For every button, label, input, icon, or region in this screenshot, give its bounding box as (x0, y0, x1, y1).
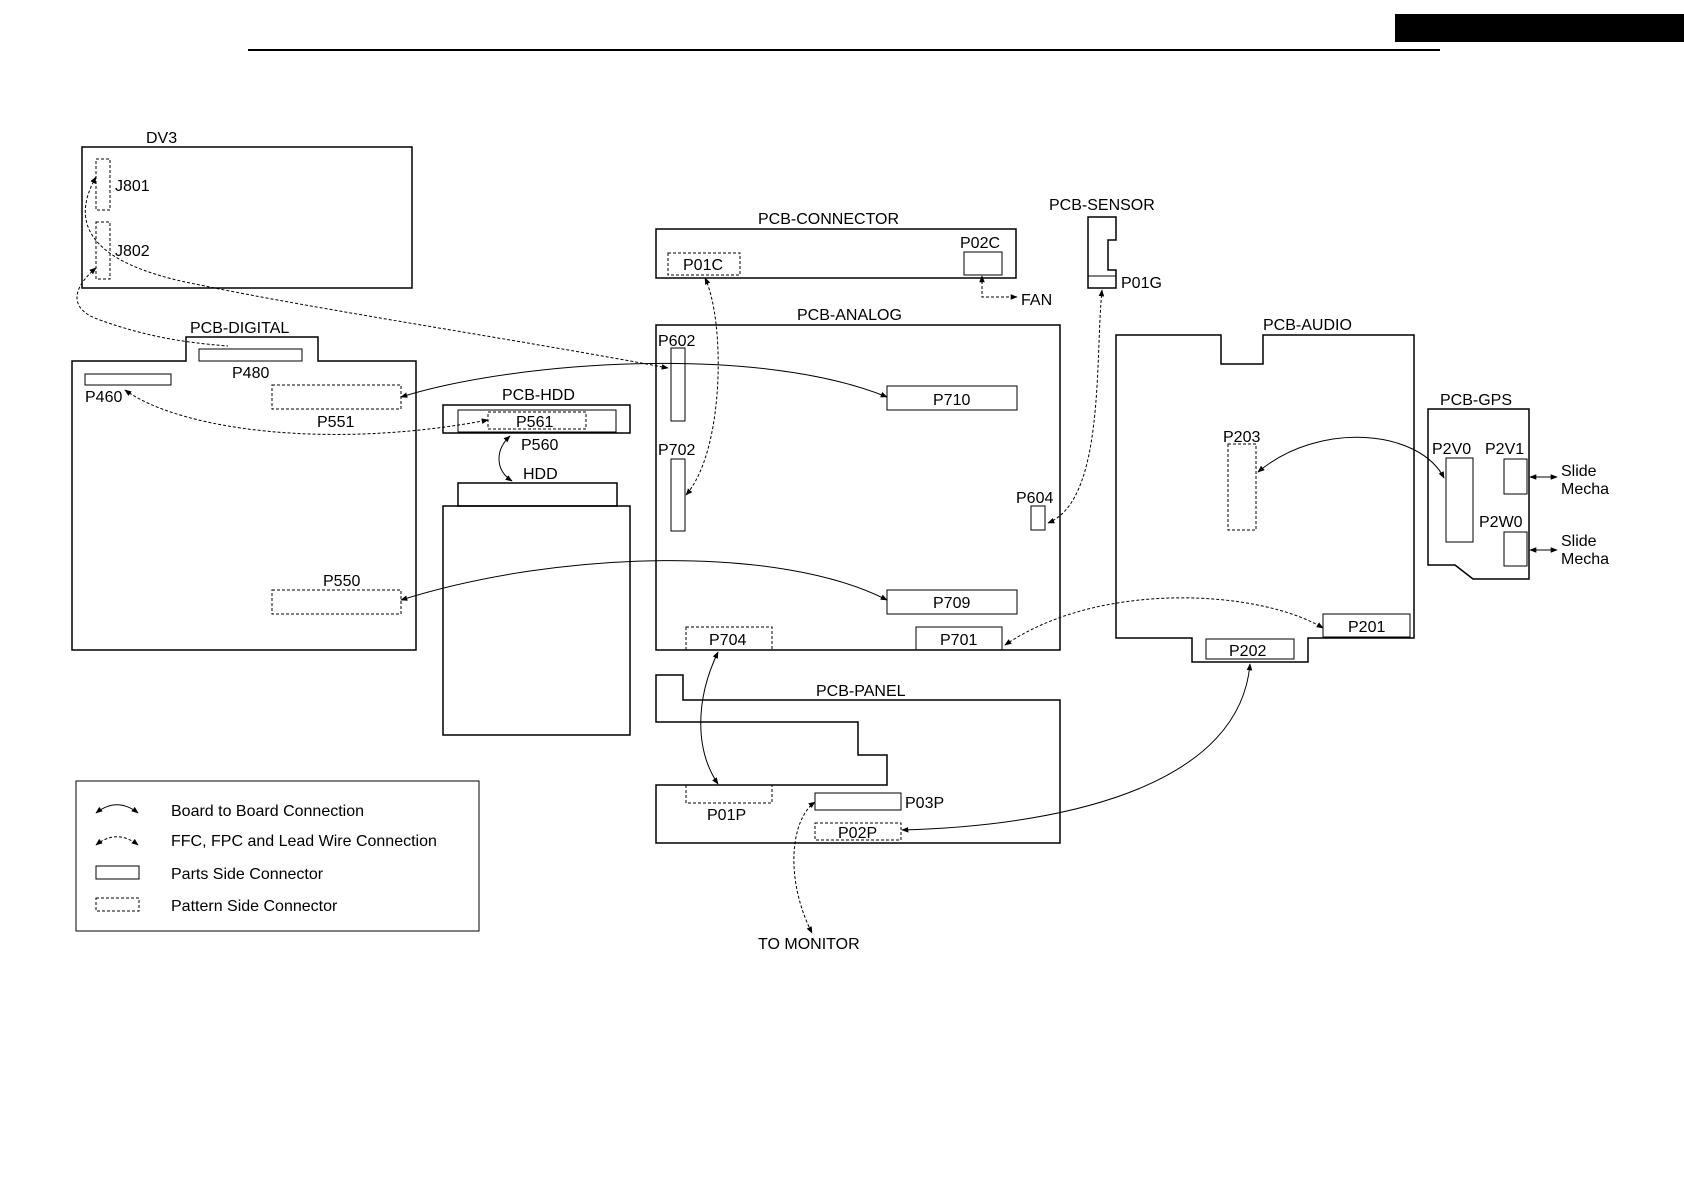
connector-p480 (198, 348, 303, 362)
connector-p203 (1227, 443, 1257, 531)
connector-label-p01g: P01G (1121, 275, 1162, 292)
connector-p710 (886, 385, 1018, 411)
connections (76, 176, 1558, 934)
board-pcb-analog: PCB-ANALOG P602 P702 P710 P709 P604 P704… (655, 307, 1061, 651)
connector-p550 (271, 589, 402, 615)
connector-p02c (963, 251, 1003, 276)
connector-p01g (1087, 275, 1117, 289)
connector-label-j801: J801 (115, 178, 150, 195)
connector-label-p701: P701 (940, 632, 977, 649)
connector-label-p460: P460 (85, 389, 122, 406)
connector-label-p702: P702 (658, 442, 695, 459)
external-label-to-monitor: TO MONITOR (758, 936, 860, 953)
legend-board-to-board-icon (95, 804, 139, 814)
board-label-dv3: DV3 (146, 130, 177, 147)
board-pcb-digital: PCB-DIGITAL P480 P460 P551 P550 (71, 320, 417, 651)
wire-p203-p2v0 (1257, 436, 1445, 479)
external-label-mecha-1: Mecha (1561, 481, 1609, 498)
connector-p2v1 (1503, 458, 1528, 495)
device-label-hdd: HDD (523, 466, 558, 483)
connector-p2w0 (1503, 531, 1528, 567)
connector-label-p03p: P03P (905, 795, 944, 812)
connector-label-p203: P203 (1223, 429, 1260, 446)
wire-p202-p02p (901, 663, 1253, 833)
board-pcb-audio: PCB-AUDIO P203 P201 P202 (1115, 317, 1415, 663)
legend-ffc-label: FFC, FPC and Lead Wire Connection (171, 833, 437, 850)
connector-label-p202: P202 (1229, 643, 1266, 660)
legend-parts-side-label: Parts Side Connector (171, 866, 324, 883)
connector-p709 (886, 589, 1018, 615)
board-label-pcb-connector: PCB-CONNECTOR (758, 211, 899, 228)
connector-label-p01c: P01C (683, 257, 723, 274)
board-label-pcb-hdd: PCB-HDD (502, 387, 575, 404)
board-label-pcb-audio: PCB-AUDIO (1263, 317, 1352, 334)
wire-p704-p01p (700, 651, 719, 785)
connector-label-p2w0: P2W0 (1479, 514, 1523, 531)
connector-label-p561: P561 (516, 414, 553, 431)
connector-label-p709: P709 (933, 595, 970, 612)
connector-label-p604: P604 (1016, 490, 1053, 507)
wire-j801-p602 (84, 176, 669, 370)
connector-p2v0 (1445, 457, 1474, 543)
device-hdd: HDD (442, 466, 631, 736)
wire-p03p-monitor (793, 801, 816, 934)
wire-p460-p561 (124, 389, 489, 435)
connector-label-p550: P550 (323, 573, 360, 590)
board-pcb-sensor: PCB-SENSOR P01G (1049, 197, 1162, 292)
connector-label-p480: P480 (232, 365, 269, 382)
legend-pattern-side-icon (95, 897, 140, 912)
connector-label-p2v0: P2V0 (1432, 441, 1471, 458)
board-dv3: DV3 J801 J802 (81, 130, 413, 289)
connector-label-p602: P602 (658, 333, 695, 350)
connector-label-p02c: P02C (960, 235, 1000, 252)
board-label-pcb-sensor: PCB-SENSOR (1049, 197, 1155, 214)
connector-p604 (1030, 505, 1046, 531)
external-label-slide-2: Slide (1561, 533, 1597, 550)
board-pcb-connector: PCB-CONNECTOR P01C P02C FAN (655, 211, 1052, 309)
board-pcb-hdd: PCB-HDD P561 P560 (442, 387, 631, 454)
legend-pattern-side-label: Pattern Side Connector (171, 898, 338, 915)
board-label-pcb-analog: PCB-ANALOG (797, 307, 902, 324)
connector-label-p01p: P01P (707, 807, 746, 824)
connector-p460 (84, 373, 172, 386)
connector-label-p201: P201 (1348, 619, 1385, 636)
connector-j802 (95, 221, 111, 280)
board-label-pcb-panel: PCB-PANEL (816, 683, 906, 700)
connector-p602 (670, 347, 686, 422)
legend-parts-side-icon (95, 865, 140, 880)
connector-label-p02p: P02P (838, 825, 877, 842)
connector-label-p704: P704 (709, 632, 746, 649)
wire-p550-p709 (400, 560, 888, 601)
wire-p701-p201 (1004, 597, 1324, 646)
wire-j802-p480 (76, 267, 229, 347)
legend: Board to Board Connection FFC, FPC and L… (75, 780, 480, 932)
connector-p701 (915, 626, 1003, 651)
connector-label-p560: P560 (521, 437, 558, 454)
legend-ffc-icon (95, 836, 139, 846)
connector-j801 (95, 158, 111, 211)
external-label-slide-1: Slide (1561, 463, 1597, 480)
board-label-pcb-digital: PCB-DIGITAL (190, 320, 289, 337)
connector-label-p2v1: P2V1 (1485, 441, 1524, 458)
connector-p551 (271, 384, 402, 410)
connector-p704 (685, 626, 773, 651)
connector-label-p551: P551 (317, 414, 354, 431)
wire-p551-p710 (400, 362, 888, 398)
board-label-pcb-gps: PCB-GPS (1440, 392, 1512, 409)
connector-label-j802: J802 (115, 243, 150, 260)
external-label-fan: FAN (1021, 292, 1052, 309)
board-pcb-gps: PCB-GPS P2V0 P2V1 P2W0 Slide Mecha Slide… (1427, 392, 1609, 580)
external-label-mecha-2: Mecha (1561, 551, 1609, 568)
header-black-bar (1395, 14, 1684, 42)
wire-p560-hdd (498, 435, 513, 482)
wire-p02c-fan (979, 275, 1018, 300)
legend-board-to-board-label: Board to Board Connection (171, 803, 364, 820)
connector-p03p (814, 792, 902, 811)
wire-p01c-p702 (685, 277, 719, 496)
connector-label-p710: P710 (933, 392, 970, 409)
board-pcb-panel: PCB-PANEL P01P P03P P02P TO MONITOR (655, 674, 1061, 953)
connector-p01p (685, 784, 773, 804)
connector-p702 (670, 458, 686, 532)
